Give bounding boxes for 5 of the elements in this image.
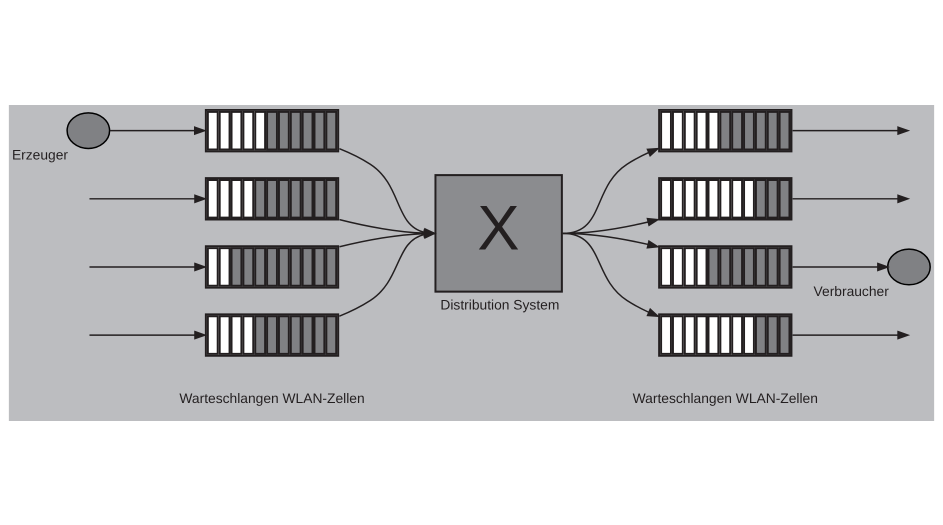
node-label: Verbraucher bbox=[814, 282, 889, 298]
label: Warteschlangen WLAN-Zellen bbox=[179, 389, 365, 406]
node-label: Distribution System bbox=[440, 296, 560, 312]
node-label: Erzeuger bbox=[12, 146, 68, 162]
label: Warteschlangen WLAN-Zellen bbox=[632, 389, 818, 406]
